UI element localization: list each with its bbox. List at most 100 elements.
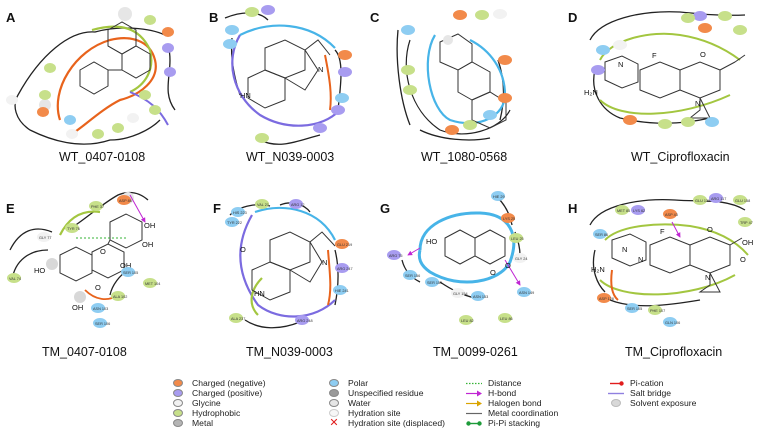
atom-label: O: [505, 261, 511, 270]
residue-label: TYR 76: [67, 227, 80, 231]
residue-label: ASP 128: [599, 297, 614, 301]
atom-label: F: [660, 227, 665, 236]
residue-label: LYS 62: [633, 209, 645, 213]
legend-item-charged-positive: Charged (positive): [170, 389, 262, 398]
panel-caption: TM_N039-0003: [246, 345, 333, 359]
panel-c: C WT_1080-0568: [370, 9, 512, 164]
residue-label: PHE 37: [91, 205, 104, 209]
residue-label: ALA 102: [113, 295, 127, 299]
panel-caption: WT_0407-0108: [59, 150, 145, 164]
residue-label: ASP 86: [119, 199, 132, 203]
residue-label: ASN 149: [519, 291, 534, 295]
residue-label: ALA 237: [231, 317, 245, 321]
panel-e: E OH OH HO OH OH O O PHE 37 ASP 86 TYR 7…: [6, 191, 160, 359]
line-icon: [608, 392, 624, 395]
panel-caption: WT_1080-0568: [421, 150, 507, 164]
panel-a: A WT_0407-0108: [6, 7, 176, 164]
atom-label: N: [622, 245, 627, 254]
residue-label: ARG 247: [337, 267, 353, 271]
legend-item-charged-negative: Charged (negative): [170, 379, 266, 388]
legend-label: H-bond: [488, 388, 517, 399]
atom-label: HN: [254, 289, 265, 298]
atom-label: H₂N: [584, 88, 598, 97]
atom-label: N: [695, 99, 700, 108]
residue-label: ARG 117: [711, 197, 726, 201]
residue-label: MET 85: [617, 209, 630, 213]
legend-label: Pi-cation: [630, 378, 664, 389]
arrow-icon: [466, 400, 482, 407]
legend-label: Metal coordination: [488, 408, 559, 419]
atom-label: HO: [34, 266, 45, 275]
legend-item-pi-pi-stacking: Pi-Pi stacking: [466, 419, 540, 428]
residue-label: SER 105: [627, 307, 642, 311]
legend-label: Hydrophobic: [192, 408, 241, 419]
residue-label: GLU 132: [695, 199, 710, 203]
atom-label: O: [100, 247, 106, 256]
line-icon: [466, 412, 482, 415]
legend-item-hydrophobic: Hydrophobic: [170, 409, 240, 418]
legend-item-h-bond: H-bond: [466, 389, 516, 398]
atom-label: O: [95, 283, 101, 292]
dotted-line-icon: [466, 382, 482, 385]
atom-label: HN: [240, 91, 251, 100]
atom-label: O: [240, 245, 246, 254]
residue-label: GLY 154: [453, 292, 468, 296]
residue-label: GLY 77: [39, 236, 52, 240]
legend-label: Metal: [192, 418, 214, 429]
atom-label: O: [740, 255, 746, 264]
legend-item-unspecified-residue: Unspecified residue: [326, 389, 423, 398]
legend-label: Solvent exposure: [630, 398, 697, 409]
legend-label: Charged (negative): [192, 378, 266, 389]
panel-label: B: [209, 10, 218, 25]
legend-item-metal-coordination: Metal coordination: [466, 409, 558, 418]
panel-label: G: [380, 201, 390, 216]
legend-item-solvent-exposure: Solvent exposure: [608, 399, 696, 408]
residue-label: SER 105: [123, 271, 138, 275]
panel-caption: TM_0099-0261: [433, 345, 518, 359]
legend-item-polar: Polar: [326, 379, 368, 388]
atom-label: F: [652, 51, 657, 60]
panel-b: B HN N WT_N039-0003: [209, 5, 352, 164]
atom-label: HO: [426, 237, 437, 246]
dumbbell-icon: [610, 381, 624, 386]
cross-icon: ✕: [329, 417, 339, 429]
panel-caption: WT_N039-0003: [246, 150, 334, 164]
panel-d: D F O H₂N N N WT_Ciprofloxacin: [568, 10, 747, 164]
residue-label: ASN 153: [473, 295, 488, 299]
panel-h: H F O OH O H₂N N N N SER 86 ASP 43 GLU 1…: [568, 193, 753, 359]
legend-item-distance: Distance: [466, 379, 521, 388]
panel-label: E: [6, 201, 15, 216]
legend-item-salt-bridge: Salt bridge: [608, 389, 671, 398]
residue-label: MET 104: [145, 282, 160, 286]
residue-label: GLU 158: [735, 199, 750, 203]
panel-label: A: [6, 10, 16, 25]
atom-label: N: [638, 255, 643, 264]
legend-item-glycine: Glycine: [170, 399, 221, 408]
residue-label: GLU 219: [337, 243, 352, 247]
legend-label: Hydration site: [348, 408, 401, 419]
panel-f: F O HN N VAL 21 ARG 12 TYR 222 HIS 223 G…: [213, 199, 353, 359]
atom-label: OH: [120, 261, 131, 270]
residue-label: GLN 106: [665, 321, 680, 325]
residue-label: HIE 29: [493, 195, 505, 199]
legend-label: Halogen bond: [488, 398, 542, 409]
legend-item-hydration-site: Hydration site: [326, 409, 401, 418]
legend-label: Distance: [488, 378, 522, 389]
atom-label: OH: [72, 303, 83, 312]
legend-item-pi-cation: Pi-cation: [608, 379, 663, 388]
legend-label: Charged (positive): [192, 388, 263, 399]
legend-label: Glycine: [192, 398, 221, 409]
panel-label: D: [568, 10, 577, 25]
legend: Charged (negative) Charged (positive) Gl…: [0, 371, 764, 429]
atom-label: OH: [742, 238, 753, 247]
dumbbell-icon: [466, 421, 482, 426]
legend-item-halogen-bond: Halogen bond: [466, 399, 542, 408]
residue-label: TRP 47: [740, 221, 753, 225]
residue-label: GLY 24: [515, 257, 528, 261]
arrow-icon: [466, 390, 482, 397]
residue-label: LYS 25: [503, 217, 515, 221]
atom-label: N: [318, 65, 323, 74]
atom-label: OH: [142, 240, 153, 249]
panel-g: G HO O O HIE 29 LYS 25 ARG 75 LEU 25 GLY…: [380, 191, 534, 359]
residue-label: LEU 25: [511, 237, 524, 241]
